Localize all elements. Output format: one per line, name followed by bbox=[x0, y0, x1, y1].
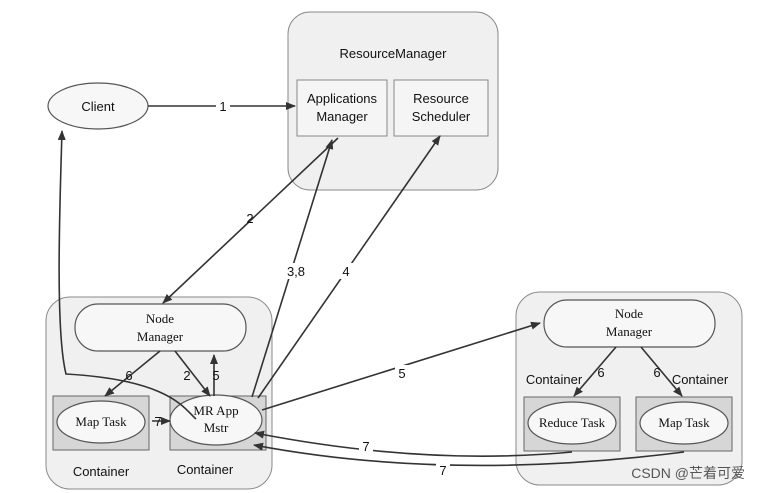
right-container-label-2: Container bbox=[672, 372, 729, 387]
left-node-manager-line1: Node bbox=[146, 311, 174, 326]
applications-manager-box: Applications Manager bbox=[296, 79, 388, 137]
edge-label-7-reduce: 7 bbox=[362, 439, 369, 454]
right-map-task-container: Map Task bbox=[635, 396, 733, 452]
mr-app-master-container: MR App Mstr bbox=[169, 394, 267, 451]
watermark-text: CSDN @芒着可爱 bbox=[631, 465, 745, 481]
edge-map-right-to-am bbox=[253, 442, 685, 467]
mr-app-master-line1: MR App bbox=[193, 403, 238, 418]
resource-scheduler-box: Resource Scheduler bbox=[393, 79, 489, 137]
left-map-task-label: Map Task bbox=[75, 414, 127, 429]
edge-label-5-left: 5 bbox=[212, 368, 219, 383]
edge-label-3-8: 3,8 bbox=[287, 264, 305, 279]
left-node-manager-machine: Node Manager Map Task MR App Mstr Contai… bbox=[45, 296, 273, 490]
edge-label-2-left: 2 bbox=[183, 368, 190, 383]
right-container-label-1: Container bbox=[526, 372, 583, 387]
edge-label-4: 4 bbox=[342, 264, 349, 279]
edge-label-7-map: 7 bbox=[439, 463, 446, 478]
edge-label-6-right-2: 6 bbox=[653, 365, 660, 380]
edge-label-5-right: 5 bbox=[398, 366, 405, 381]
reduce-task-label: Reduce Task bbox=[539, 415, 606, 430]
applications-manager-line1: Applications bbox=[307, 91, 378, 106]
edge-labels: 1 2 3,8 4 5 6 2 5 7 6 6 7 7 bbox=[125, 98, 661, 478]
edge-apps-mgr-to-nm bbox=[162, 137, 339, 304]
right-node-manager-machine: Node Manager Container Container Reduce … bbox=[515, 291, 743, 486]
edges bbox=[57, 102, 685, 467]
resource-scheduler-line2: Scheduler bbox=[412, 109, 471, 124]
edge-nm-to-map-left bbox=[104, 350, 161, 397]
edge-label-6-left: 6 bbox=[125, 368, 132, 383]
resource-manager-title: ResourceManager bbox=[340, 46, 448, 61]
reduce-task-container: Reduce Task bbox=[523, 396, 621, 452]
left-node-manager: Node Manager bbox=[74, 303, 247, 352]
edge-reduce-to-am bbox=[254, 430, 573, 457]
client-node: Client bbox=[47, 82, 149, 130]
resource-scheduler-line1: Resource bbox=[413, 91, 469, 106]
left-container-label-2: Container bbox=[177, 462, 234, 477]
edge-am-to-client bbox=[57, 130, 197, 420]
edge-nm-to-am bbox=[174, 350, 211, 397]
left-node-manager-line2: Manager bbox=[137, 329, 184, 344]
edge-label-6-right-1: 6 bbox=[597, 365, 604, 380]
edge-right-nm-to-reduce bbox=[573, 346, 617, 397]
edge-right-nm-to-map bbox=[640, 346, 683, 397]
left-map-task-container: Map Task bbox=[52, 395, 150, 451]
resource-manager-node: ResourceManager Applications Manager Res… bbox=[287, 11, 499, 191]
edge-label-1: 1 bbox=[219, 99, 226, 114]
right-map-task-label: Map Task bbox=[658, 415, 710, 430]
right-node-manager: Node Manager bbox=[543, 299, 716, 348]
mr-app-master-line2: Mstr bbox=[204, 420, 229, 435]
edge-label-7-left: 7 bbox=[154, 414, 161, 429]
right-node-manager-line1: Node bbox=[615, 306, 643, 321]
edge-label-2-top: 2 bbox=[246, 211, 253, 226]
right-node-manager-line2: Manager bbox=[606, 324, 653, 339]
left-container-label-1: Container bbox=[73, 464, 130, 479]
client-label: Client bbox=[81, 99, 115, 114]
applications-manager-line2: Manager bbox=[316, 109, 368, 124]
